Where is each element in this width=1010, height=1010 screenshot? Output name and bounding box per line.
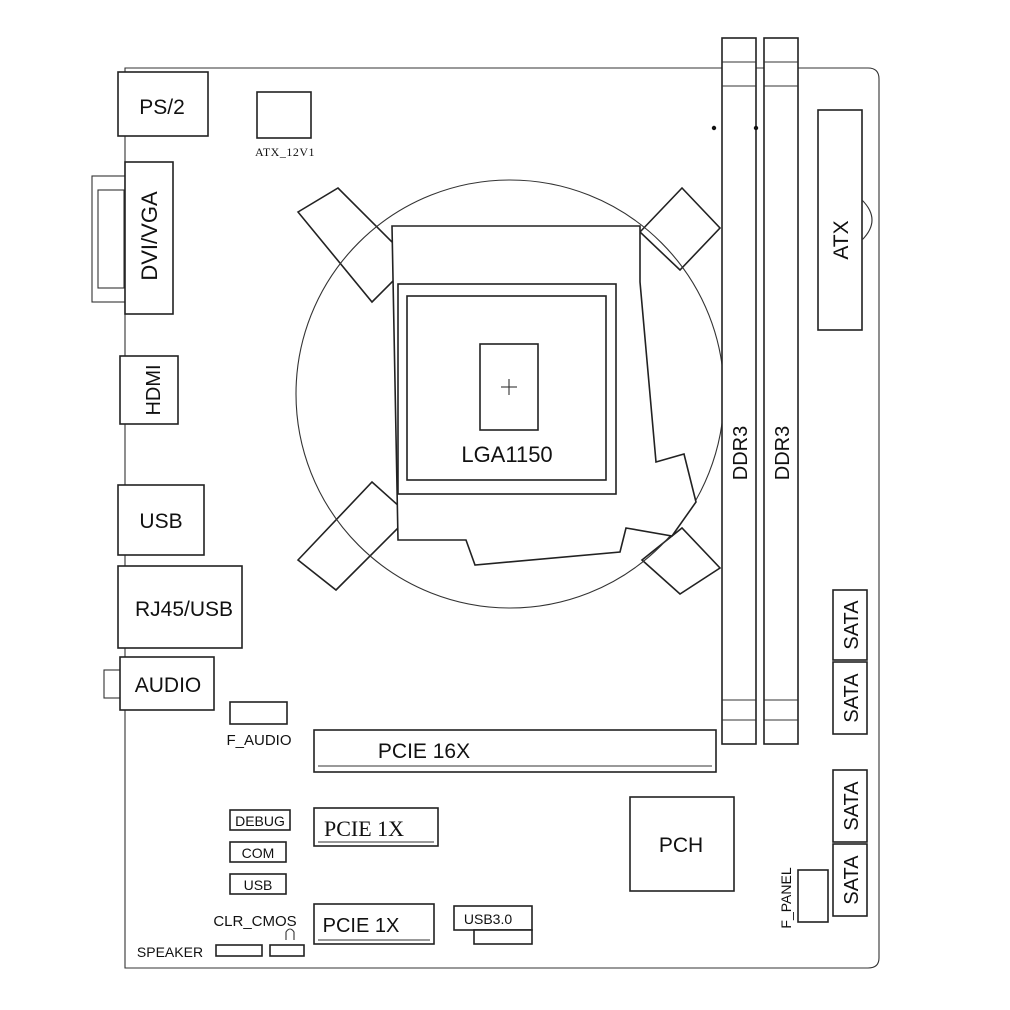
debug-label: DEBUG xyxy=(235,813,285,829)
rj45-usb-port: RJ45/USB xyxy=(117,565,243,649)
clr-cmos-jumper: CLR_CMOS xyxy=(213,913,305,957)
pcie-16x-slot: PCIE 16X xyxy=(313,729,717,773)
atx-12v-label: ATX_12V1 xyxy=(255,145,315,159)
cpu-socket-label: LGA1150 xyxy=(461,442,552,467)
sata-1-label: SATA xyxy=(841,600,863,650)
usb-rear-port: USB xyxy=(117,484,205,556)
atx-power-label: ATX xyxy=(830,220,853,259)
front-audio-header: F_AUDIO xyxy=(226,701,292,749)
sata-port-4: SATA xyxy=(832,843,868,917)
hdmi-label: HDMI xyxy=(143,364,165,415)
f-panel-label: F_PANEL xyxy=(778,867,794,928)
sata-port-1: SATA xyxy=(832,589,868,661)
pch-chip: PCH xyxy=(629,796,735,892)
sata-port-2: SATA xyxy=(832,661,868,735)
usb3-label: USB3.0 xyxy=(464,911,512,927)
atx-power-connector: ATX xyxy=(817,109,873,331)
sata-2-label: SATA xyxy=(841,673,863,723)
sata-port-3: SATA xyxy=(832,769,868,843)
cpu-retention-bracket xyxy=(295,179,725,609)
ps2-label: PS/2 xyxy=(139,96,185,119)
debug-header: DEBUG xyxy=(229,809,291,831)
usb-header: USB xyxy=(229,873,287,895)
audio-port: AUDIO xyxy=(103,656,215,711)
f-audio-label: F_AUDIO xyxy=(226,732,291,749)
sata-3-label: SATA xyxy=(841,781,863,831)
speaker-header: SPEAKER xyxy=(137,944,263,960)
board-outline xyxy=(124,67,880,969)
pcie-1x-a-label: PCIE 1X xyxy=(324,816,404,841)
ddr3-slot-1: DDR3 xyxy=(711,37,757,745)
pcie-16x-label: PCIE 16X xyxy=(378,740,470,763)
clr-cmos-label: CLR_CMOS xyxy=(213,913,296,930)
pch-label: PCH xyxy=(659,834,703,857)
ddr3-slot-2-label: DDR3 xyxy=(772,426,794,480)
usb3-header: USB3.0 xyxy=(453,905,533,945)
dvi-vga-port: DVI/VGA xyxy=(91,161,174,315)
ddr3-slot-2: DDR3 xyxy=(753,37,799,745)
audio-label: AUDIO xyxy=(135,674,202,697)
atx-12v-connector: ATX_12V1 xyxy=(255,91,315,159)
speaker-label: SPEAKER xyxy=(137,944,203,960)
usb-rear-label: USB xyxy=(139,510,182,533)
usb-header-label: USB xyxy=(244,877,273,893)
dvi-vga-label: DVI/VGA xyxy=(137,191,162,281)
com-label: COM xyxy=(242,845,275,861)
ps2-port: PS/2 xyxy=(117,71,209,137)
front-panel-header: F_PANEL xyxy=(778,867,829,929)
pcie-1x-slot-b: PCIE 1X xyxy=(313,903,435,945)
cpu-socket: LGA1150 xyxy=(391,225,697,566)
sata-4-label: SATA xyxy=(841,855,863,905)
ddr3-slot-1-label: DDR3 xyxy=(730,426,752,480)
pcie-1x-b-label: PCIE 1X xyxy=(323,915,400,937)
rj45-usb-label: RJ45/USB xyxy=(135,598,233,621)
pcie-1x-slot-a: PCIE 1X xyxy=(313,807,439,847)
hdmi-port: HDMI xyxy=(119,355,179,425)
com-header: COM xyxy=(229,841,287,863)
